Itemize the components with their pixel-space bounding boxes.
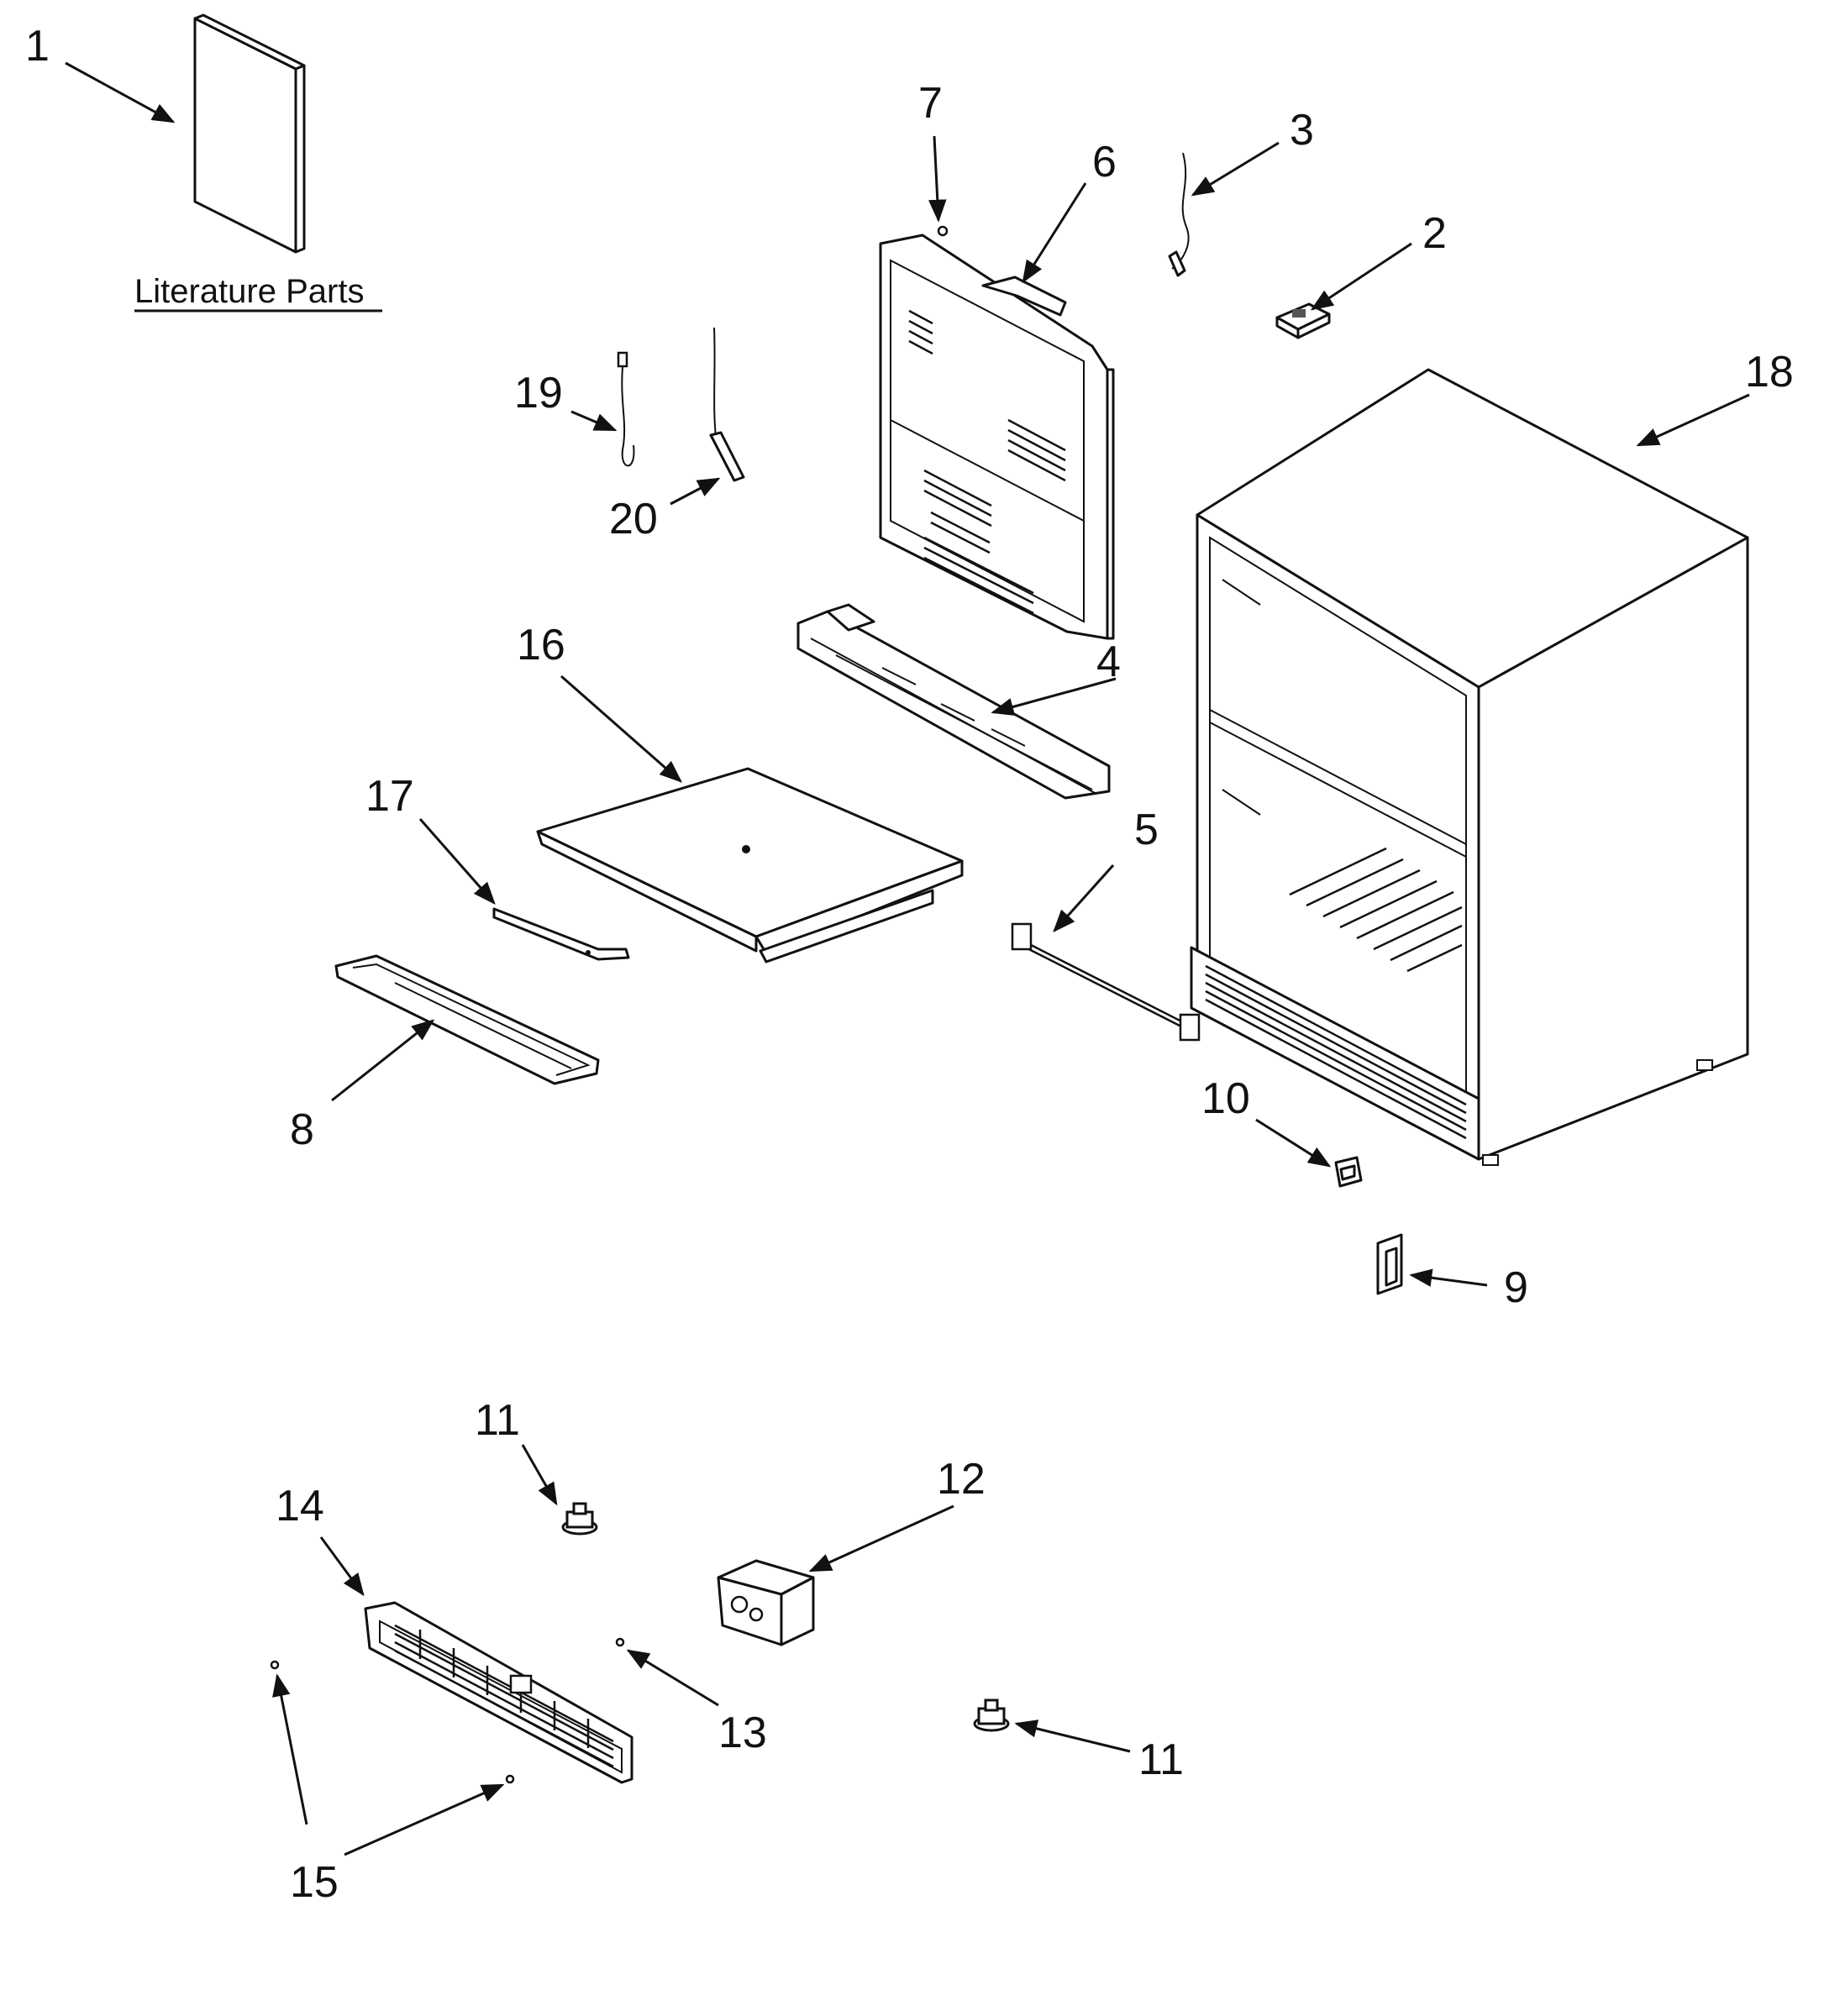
callout-13: 13 (718, 1709, 767, 1757)
callout-2: 2 (1422, 209, 1447, 258)
part-clip (1334, 1156, 1363, 1188)
part-bracket-9 (1376, 1233, 1403, 1295)
part-shelf-panel (536, 767, 964, 963)
callout-8: 8 (290, 1105, 314, 1154)
callout-5: 5 (1134, 806, 1159, 854)
part-switch (1275, 302, 1331, 339)
leader-lines (65, 61, 1750, 1856)
callout-9: 9 (1504, 1263, 1528, 1312)
callout-10: 10 (1201, 1074, 1250, 1123)
callout-11b: 11 (1138, 1735, 1184, 1784)
part-leveling-leg-a (561, 1502, 598, 1536)
callout-4: 4 (1096, 638, 1121, 686)
part-rail-bracket (796, 603, 1111, 800)
part-bracket-strip (492, 907, 630, 961)
grille-vents (394, 1624, 614, 1768)
part-thermistor (709, 327, 745, 482)
callout-12: 12 (937, 1455, 986, 1504)
part-housing-box (717, 1559, 815, 1646)
callout-19: 19 (514, 369, 563, 417)
callout-16: 16 (517, 621, 565, 669)
callout-6: 6 (1092, 138, 1117, 186)
literature-parts-label: Literature Parts (134, 273, 364, 310)
callout-11a: 11 (475, 1396, 520, 1445)
cabinet-front-grille (1205, 964, 1467, 1140)
callout-20: 20 (609, 495, 658, 543)
literature-booklet (193, 13, 306, 254)
callout-3: 3 (1290, 106, 1314, 155)
part-hinge-rod (1011, 922, 1201, 1042)
part-screw-15a (270, 1660, 280, 1670)
part-wire-harness (617, 351, 635, 467)
part-leveling-leg-b (973, 1698, 1010, 1732)
callout-17: 17 (365, 772, 414, 821)
cabinet-bottom-shelf-lines (1289, 847, 1463, 973)
callout-1: 1 (25, 22, 50, 71)
part-wire-sensor (1168, 152, 1190, 277)
callout-7: 7 (918, 79, 943, 128)
part-evaporator-cover (879, 234, 1115, 640)
part-grille (364, 1601, 633, 1784)
part-screw-13 (615, 1637, 625, 1647)
callout-18: 18 (1745, 348, 1794, 396)
part-cabinet (1190, 368, 1749, 1166)
callout-15: 15 (290, 1858, 339, 1907)
callout-numbers: 1 2 3 4 5 6 7 8 9 10 11 11 12 13 14 15 1… (25, 22, 1794, 1907)
part-bottom-tray (334, 954, 600, 1085)
evaporator-vents (908, 309, 1066, 615)
part-screw-7 (937, 225, 949, 237)
callout-14: 14 (276, 1482, 324, 1530)
part-screw-15b (505, 1774, 515, 1784)
